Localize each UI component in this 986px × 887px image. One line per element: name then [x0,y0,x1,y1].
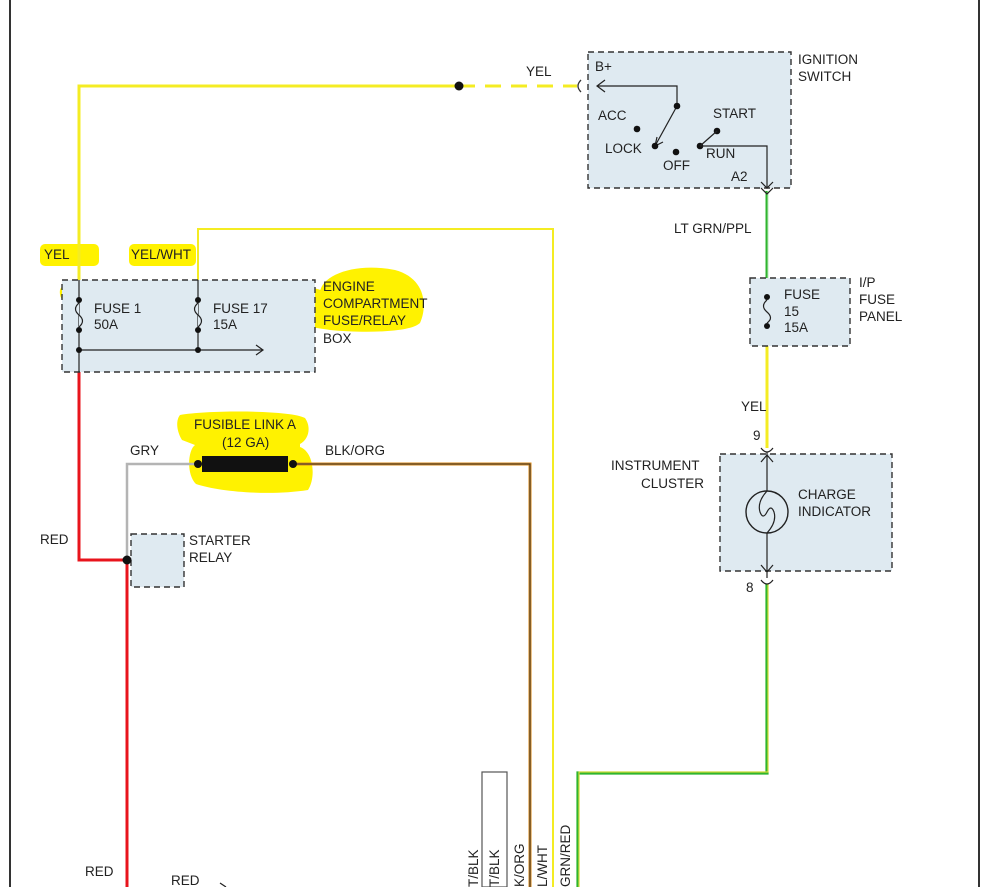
label-blk-org: BLK/ORG [325,443,385,458]
wire-grn-red [576,584,769,887]
wire-grn-red-stripe [578,584,769,887]
arrow-fragment [219,882,227,887]
bottom-connector [481,771,508,887]
fusible-link [194,456,297,472]
label-ip-1: I/P [859,275,876,290]
label-charge-2: INDICATOR [798,504,871,519]
label-ignition-2: SWITCH [798,69,851,84]
label-ip-3: PANEL [859,309,903,324]
label-bottom-4: GRN/RED [558,824,573,887]
label-ignition-1: IGNITION [798,52,858,67]
splice-dot-top [454,81,464,91]
label-gry: GRY [130,443,159,458]
label-acc: ACC [598,108,627,123]
label-bottom-0: T/BLK [466,849,481,887]
label-ip-2: FUSE [859,292,895,307]
label-run: RUN [706,146,735,161]
label-start: START [713,106,756,121]
wire-blk-org [294,462,532,887]
label-red-bottom1: RED [85,864,114,879]
label-bplus: B+ [595,59,612,74]
label-yel-fuse1: YEL [44,247,70,262]
label-red-left: RED [40,532,69,547]
label-charge-1: CHARGE [798,487,856,502]
label-yel-cluster: YEL [741,399,767,414]
label-engine-3: FUSE/RELAY [323,313,406,328]
wire-gry [125,462,196,560]
label-ip-fuse-name: FUSE [784,287,820,302]
label-engine-1: ENGINE [323,279,375,294]
label-pin-8: 8 [746,580,754,595]
ignition-switch [587,51,792,195]
label-starter-2: RELAY [189,550,232,565]
wire-blk-org-stripe [294,463,531,887]
label-a2: A2 [731,169,748,184]
label-engine-2: COMPARTMENT [323,296,428,311]
label-yel-wht: YEL/WHT [131,247,191,262]
label-lock: LOCK [605,141,642,156]
wire-red-fuse1 [77,372,127,562]
label-yel-top: YEL [526,64,552,79]
label-bottom-3: L/WHT [535,845,550,887]
label-ip-fuse-number: 15 [784,304,799,319]
label-fuse17-name: FUSE 17 [213,301,268,316]
wire-yel-wht-outline [199,230,552,887]
engine-fuse-box [61,279,316,373]
label-cluster-2: CLUSTER [641,476,704,491]
label-bottom-2: K/ORG [512,843,527,887]
label-bottom-1: T/BLK [487,849,502,887]
label-off: OFF [663,158,690,173]
wire-yel-top [77,84,459,280]
label-fuse17-rating: 15A [213,317,237,332]
label-fusible-name: FUSIBLE LINK A [194,417,296,432]
instrument-cluster [719,447,893,585]
label-starter-1: STARTER [189,533,251,548]
label-lt-grn-ppl: LT GRN/PPL [674,221,752,236]
label-engine-4: BOX [323,331,352,346]
label-fusible-gauge: (12 GA) [222,435,269,450]
label-red-bottom2: RED [171,873,200,887]
label-pin-9: 9 [753,428,761,443]
label-fuse1-name: FUSE 1 [94,301,141,316]
ip-fuse-panel [749,277,851,347]
label-cluster-1: INSTRUMENT [611,458,700,473]
connector-bplus [577,79,582,93]
wire-yel-wht [197,228,554,887]
label-ip-fuse-rating: 15A [784,320,808,335]
starter-relay [122,533,185,588]
label-fuse1-rating: 50A [94,317,118,332]
